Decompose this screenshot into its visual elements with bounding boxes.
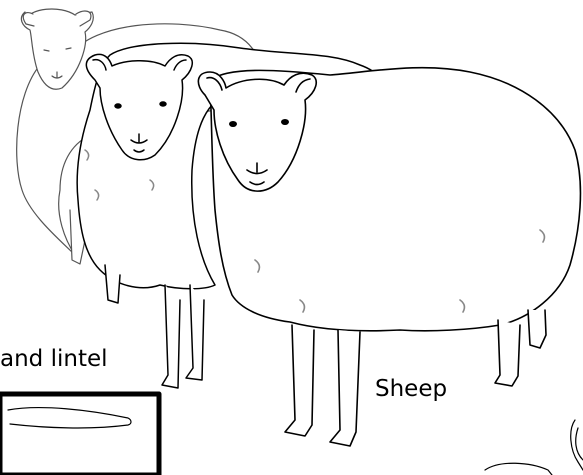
front-sheep — [197, 66, 582, 447]
partial-sketch — [484, 419, 583, 475]
sheep-caption: Sheep — [375, 376, 448, 402]
lintel-diagram — [0, 391, 162, 475]
lintel-caption: and lintel — [0, 346, 108, 372]
middle-sheep — [76, 42, 387, 389]
